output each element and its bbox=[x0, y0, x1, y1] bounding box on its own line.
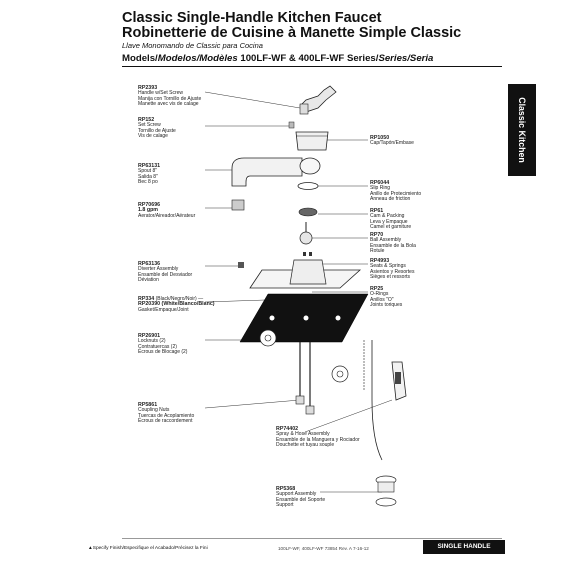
side-tab: Classic Kitchen bbox=[508, 84, 536, 176]
finish-note: ▲Specify Finish/Especifique el Acabado/P… bbox=[88, 546, 208, 551]
models-line: Models/Modelos/Modèles 100LF-WF & 400LF-… bbox=[122, 53, 434, 64]
document-code: 100LF-WF, 400LF-WF 73854 Rev. A 7-16-12 bbox=[278, 546, 369, 551]
title-spanish: Llave Monomando de Classic para Cocina bbox=[122, 41, 263, 50]
header-rule bbox=[122, 66, 502, 67]
title-french: Robinetterie de Cuisine à Manette Simple… bbox=[122, 25, 462, 41]
part-label-rp334: RP334 (Black/Negro/Noir) —RP20390 (White… bbox=[138, 296, 215, 313]
footer-rule bbox=[122, 538, 502, 539]
title-english: Classic Single-Handle Kitchen Faucet bbox=[122, 10, 382, 26]
footer-tab: SINGLE HANDLE bbox=[423, 540, 505, 554]
